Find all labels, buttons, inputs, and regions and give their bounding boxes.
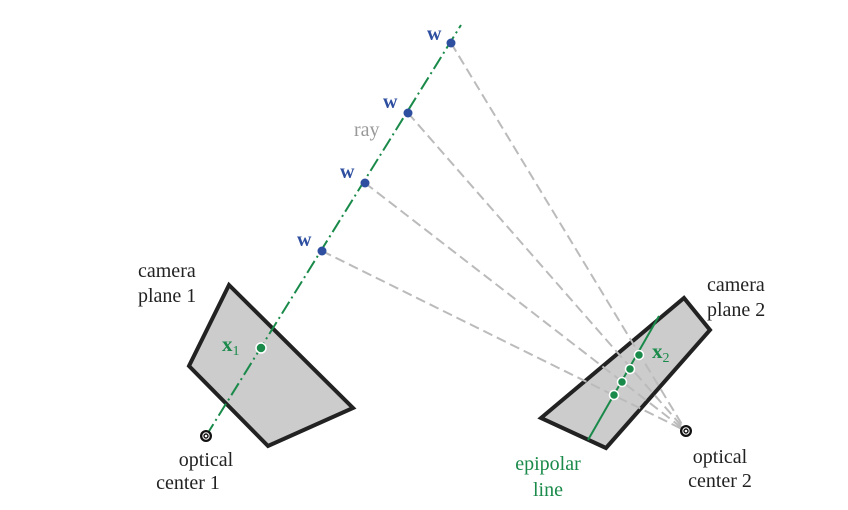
world-point-label-1: w: [427, 23, 442, 45]
world-point-label-2: w: [383, 91, 398, 113]
epipolar-point-1: [608, 389, 620, 401]
x2-label: x2: [652, 339, 670, 366]
x1-label: x1: [222, 332, 240, 359]
epipolar-points: [608, 349, 645, 401]
epipolar-point-2: [616, 376, 628, 388]
optical-center-1-label-line-2: center 1: [156, 472, 220, 494]
optical-center-1-icon: [200, 430, 212, 442]
epipolar-point-4: [633, 349, 645, 361]
optical-center-2-label-line-1: optical: [693, 446, 748, 468]
world-point-3: [360, 178, 370, 188]
epipolar-line-label-line-2: line: [533, 479, 563, 501]
camera-plane-1-label-line-2: plane 1: [138, 285, 196, 307]
image-point-x1: [255, 342, 267, 354]
epipolar-line-label-line-1: epipolar: [515, 453, 581, 475]
ray-label: ray: [354, 119, 380, 141]
x1-label-main: x: [222, 332, 233, 356]
projection-ray-2: [407, 112, 687, 432]
world-point-1: [446, 38, 456, 48]
optical-center-1-label-line-1: optical: [179, 449, 234, 471]
back-projection-ray: [205, 24, 462, 437]
world-point-label-3: w: [340, 161, 355, 183]
projection-ray-3: [364, 182, 687, 432]
projection-ray-4: [321, 250, 687, 432]
x2-label-main: x: [652, 339, 663, 363]
optical-center-2-icon: [680, 425, 692, 437]
world-point-2: [403, 108, 413, 118]
x1-label-sub: 1: [233, 344, 240, 359]
camera-plane-1: [186, 281, 357, 449]
optical-center-2-label-line-2: center 2: [688, 470, 752, 492]
camera-plane-2-label-line-1: camera: [707, 274, 765, 296]
world-point-4: [317, 246, 327, 256]
world-point-label-4: w: [297, 229, 312, 251]
camera-plane-1-label-line-1: camera: [138, 260, 196, 282]
projection-ray-1: [450, 42, 687, 432]
world-points: [317, 38, 456, 256]
epipolar-point-3: [624, 363, 636, 375]
x2-label-sub: 2: [663, 351, 670, 366]
projection-rays: [321, 42, 687, 432]
camera-plane-2-label-line-2: plane 2: [707, 299, 765, 321]
